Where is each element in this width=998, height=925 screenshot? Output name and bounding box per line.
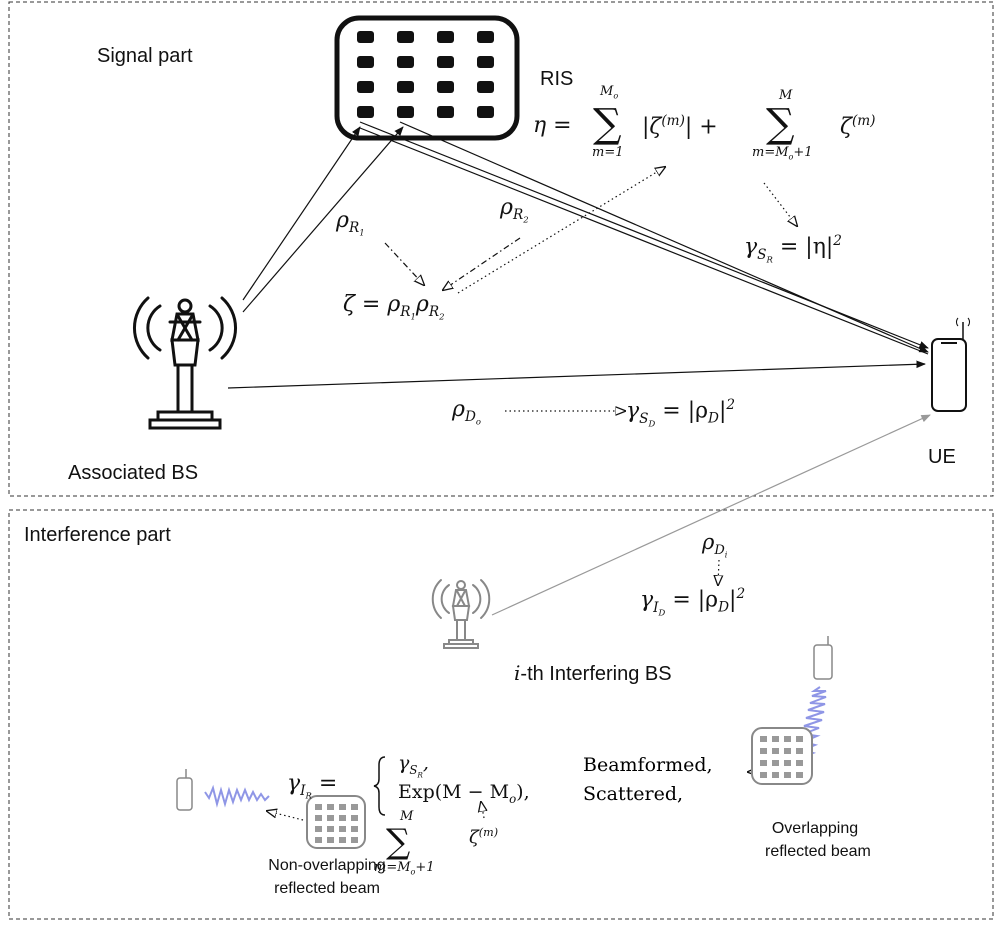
case1-value: γSR,: [398, 752, 429, 780]
eta-sum1-top: Mo: [600, 84, 619, 101]
rho-do: ρDo: [452, 397, 481, 428]
interference-part-title: Interference part: [24, 524, 171, 546]
nonoverlap-beam-wave-icon: [204, 784, 270, 808]
rho-r2: ρR2: [500, 195, 529, 226]
ris-panel-icon: [334, 15, 520, 141]
associated-bs-icon: [133, 296, 237, 430]
gamma-sd-equation: γSD = |ρD|2: [626, 397, 736, 429]
zeta-equation: ζ = ρR1ρR2: [343, 292, 445, 323]
dotted-links: [267, 167, 797, 821]
ue-label: UE: [928, 446, 956, 468]
zeta-links: [384, 237, 521, 290]
cases-brace: [373, 756, 386, 816]
eta-sum1-bottom: m=1: [592, 145, 624, 160]
overlap-label-2: reflected beam: [765, 843, 871, 860]
ue-phone-icon: [931, 317, 970, 412]
case2-value: Exp(M − Mo),: [398, 781, 530, 806]
case1-type: Beamformed,: [583, 754, 713, 776]
nonoverlap-ris-icon: [306, 795, 366, 849]
interferer-link: [491, 414, 931, 616]
signal-part-box: [8, 1, 994, 497]
scatter-sum-term: ζ(m): [469, 826, 499, 848]
eta-lhs: η =: [533, 113, 572, 138]
scatter-sum-top: M: [400, 809, 414, 824]
signal-part-title: Signal part: [97, 45, 193, 67]
eta-sum2-bottom: m=Mo+1: [752, 145, 813, 162]
overlap-phone-icon: [813, 636, 833, 680]
scatter-sum-bottom: m=Mo+1: [374, 860, 435, 877]
ris-label: RIS: [540, 68, 574, 90]
eta-sum2-top: M: [779, 88, 793, 103]
overlap-label-1: Overlapping: [771, 820, 859, 837]
eta-term1: |ζ(m)| +: [642, 113, 718, 140]
nonoverlap-phone-icon: [176, 769, 193, 811]
interfering-bs-icon: [431, 579, 491, 649]
rho-r1: ρR1: [336, 208, 365, 239]
eta-sum1-symbol: ∑: [593, 101, 622, 147]
eta-term2: ζ(m): [840, 113, 876, 140]
nonoverlap-label-2: reflected beam: [274, 880, 380, 897]
case2-type: Scattered,: [583, 783, 684, 805]
overlap-ris-icon: [751, 727, 813, 785]
interference-part-box: [8, 509, 994, 920]
scatter-sum-symbol: ∑: [386, 822, 411, 862]
interfering-bs-label: i-th Interfering BS: [514, 661, 672, 685]
gamma-ir-lhs: γIR =: [287, 771, 338, 802]
associated-bs-label: Associated BS: [68, 462, 199, 484]
eta-sum2-symbol: ∑: [766, 101, 795, 147]
gamma-sr-equation: γSR = |η|2: [744, 233, 842, 265]
nonoverlap-label-1: Non-overlapping: [268, 857, 386, 874]
gamma-id-equation: γID = |ρD|2: [640, 586, 746, 618]
rho-di: ρDi: [702, 530, 728, 560]
signal-links: [227, 121, 929, 389]
